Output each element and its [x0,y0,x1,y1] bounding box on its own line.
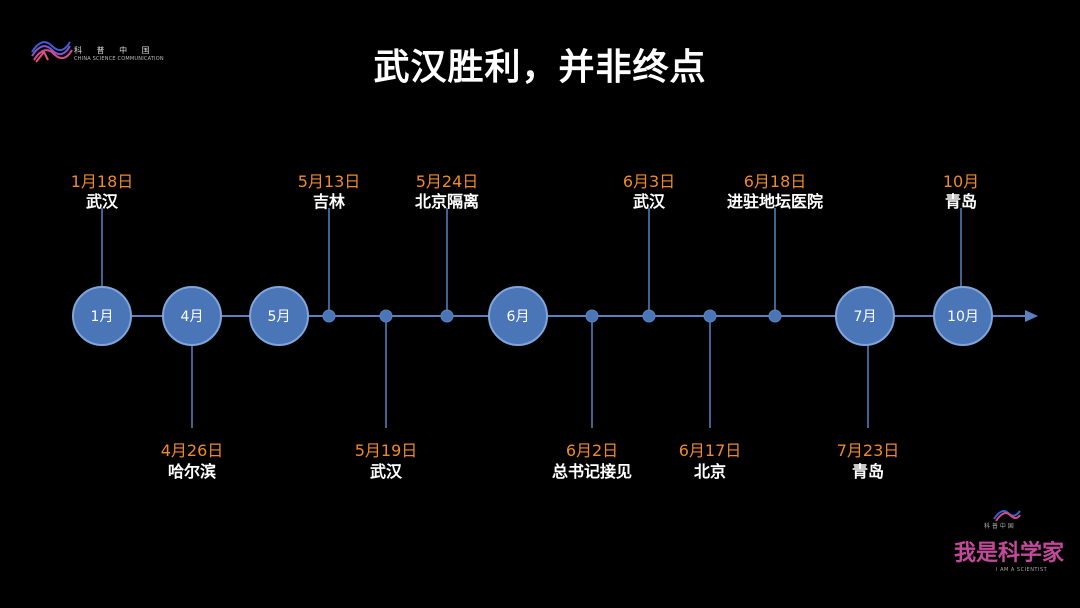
brand-wave-icon [993,510,1021,522]
event-date: 6月18日 [743,172,807,191]
month-node-label: 6月 [506,309,530,325]
event-place: 总书记接见 [551,462,633,481]
month-node-label: 10月 [947,309,979,325]
event-date: 5月13日 [297,172,361,191]
brand-small-text: 科 普 中 国 [984,523,1014,530]
event-dot [703,309,717,323]
month-node [162,286,222,346]
event-place: 哈尔滨 [167,462,217,481]
event-place: 进驻地坛医院 [726,192,824,211]
event-place: 青岛 [944,192,978,211]
event-place: 武汉 [369,462,403,481]
event-date: 6月2日 [565,441,619,460]
event-date: 6月17日 [678,441,742,460]
month-node-label: 5月 [267,309,291,325]
month-node [933,286,993,346]
month-node-label: 4月 [180,309,204,325]
timeline-arrow-icon [1025,310,1038,322]
event-date: 7月23日 [836,441,900,460]
kepu-wave-icon [31,41,73,63]
event-place: 武汉 [85,192,119,211]
event-dot [642,309,656,323]
logo-en-text: CHINA SCIENCE COMMUNICATION [74,56,164,62]
page-title: 武汉胜利，并非终点 [373,47,707,88]
event-dot [379,309,393,323]
event-date: 5月19日 [354,441,418,460]
scientist-brand-logo: 科 普 中 国 我是科学家 I AM A SCIENTIST [948,505,1068,585]
brand-en-text: I AM A SCIENTIST [996,567,1048,573]
event-dot [440,309,454,323]
brand-cn-text: 我是科学家 [954,540,1065,566]
kepu-china-logo: 科 普 中 国 CHINA SCIENCE COMMUNICATION [30,32,180,66]
event-date: 5月24日 [415,172,479,191]
month-node [835,286,895,346]
month-node [249,286,309,346]
event-place: 青岛 [851,462,885,481]
month-node [488,286,548,346]
event-place: 北京隔离 [414,192,480,211]
event-dot [768,309,782,323]
event-dot [322,309,336,323]
month-node [72,286,132,346]
event-date: 4月26日 [160,441,224,460]
month-node-label: 1月 [90,309,114,325]
event-place: 吉林 [312,192,346,211]
logo-cn-text: 科 普 中 国 [74,46,156,55]
event-place: 北京 [693,462,727,481]
event-date: 6月3日 [622,172,676,191]
month-node-label: 7月 [853,309,877,325]
event-date: 10月 [942,172,980,191]
event-date: 1月18日 [70,172,134,191]
event-place: 武汉 [632,192,666,211]
event-dot [585,309,599,323]
